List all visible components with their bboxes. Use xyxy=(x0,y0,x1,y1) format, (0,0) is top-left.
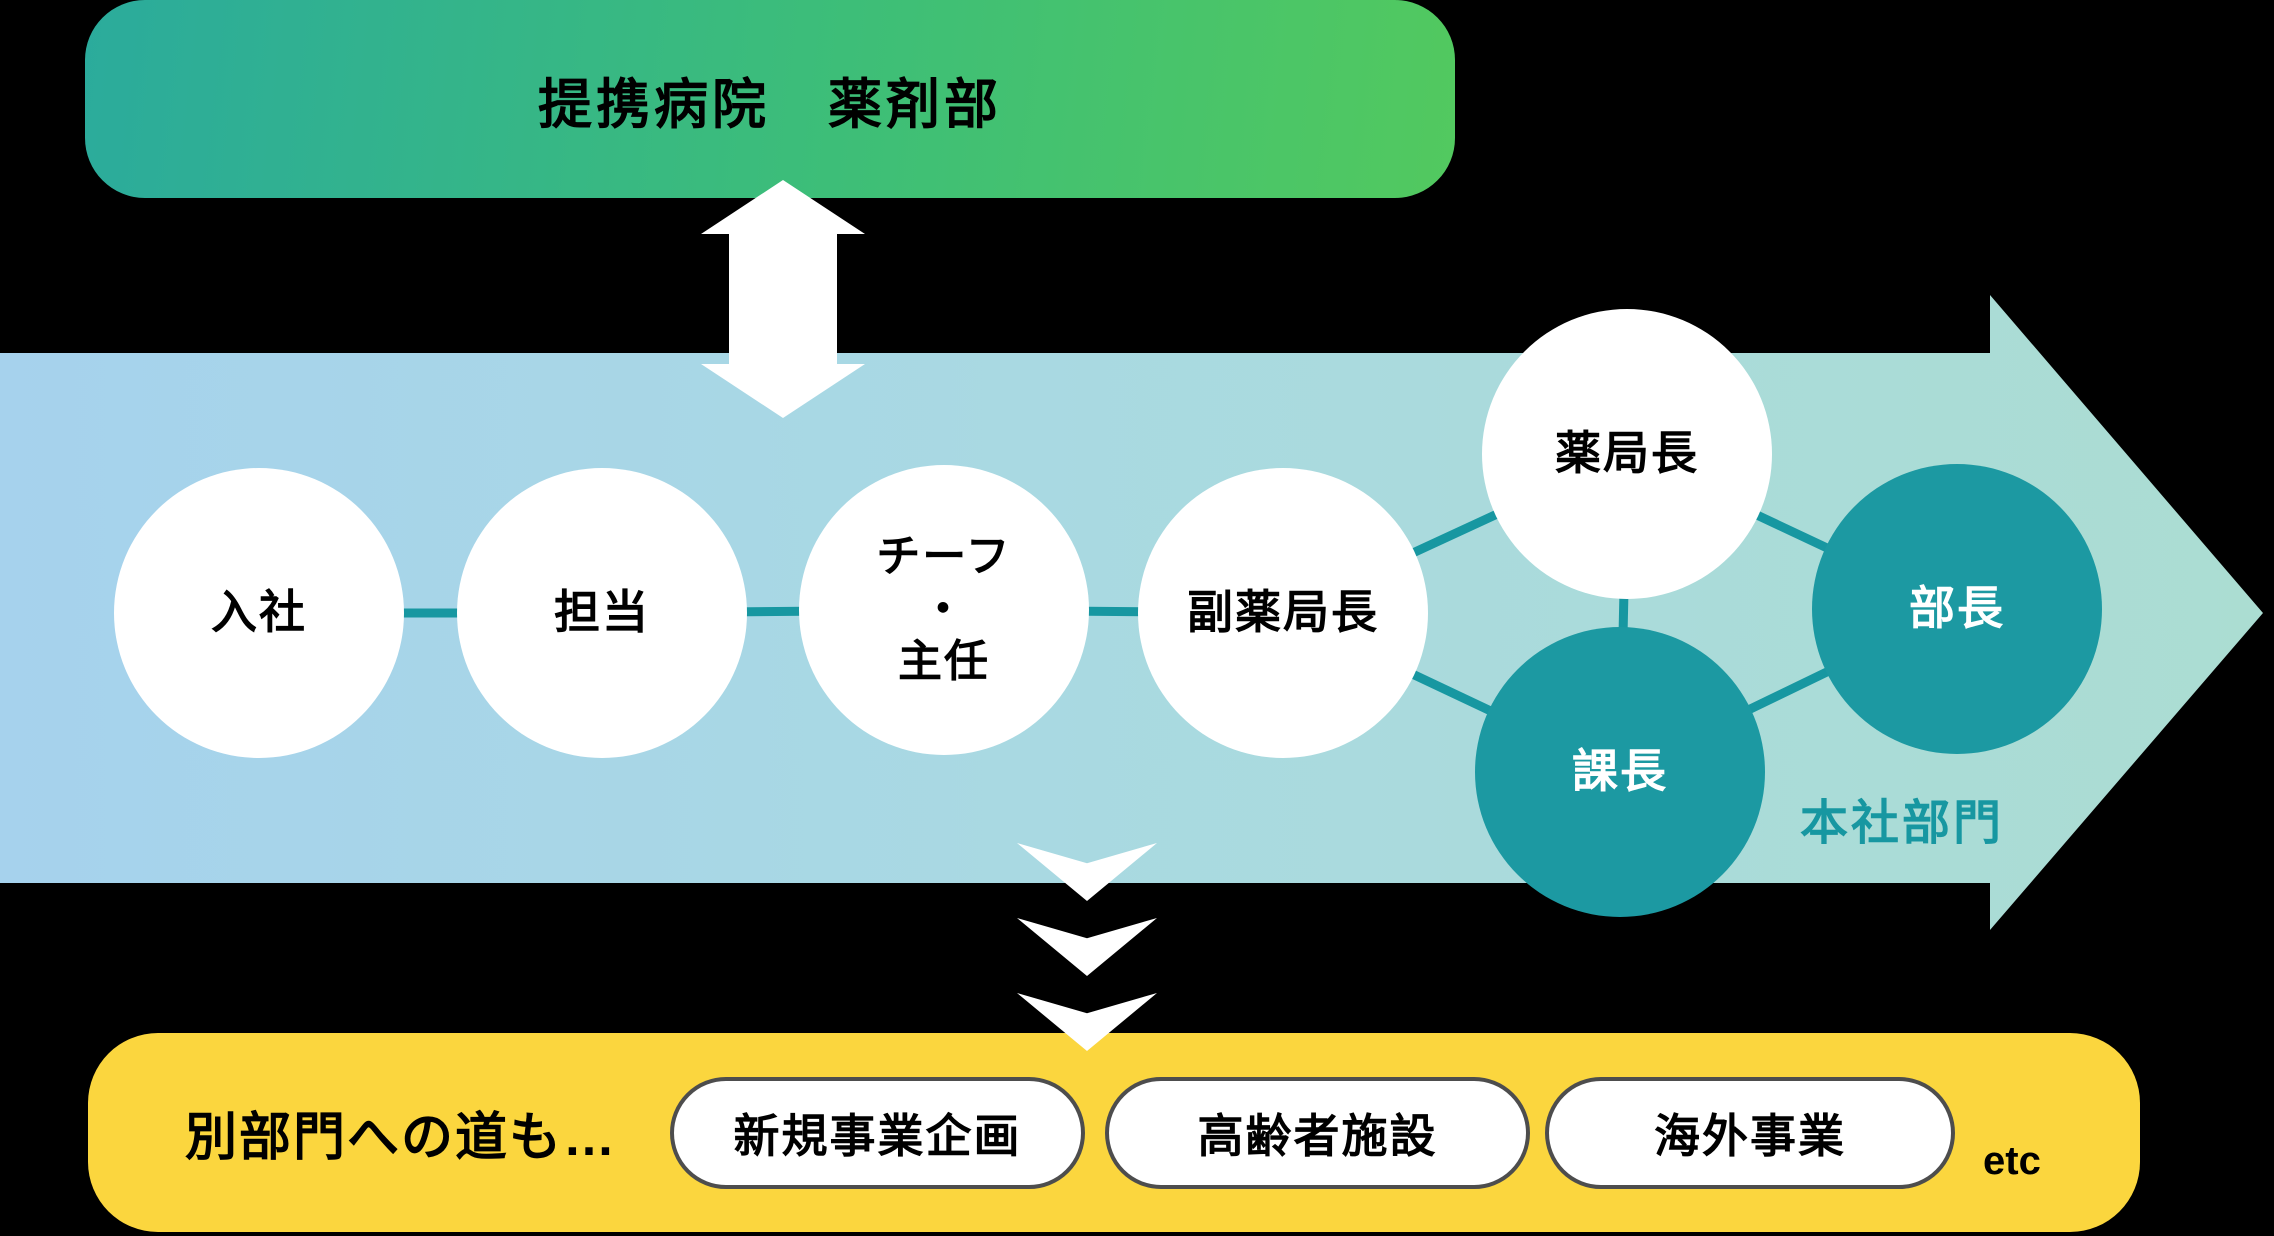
chevron-down-icon xyxy=(1017,918,1157,976)
node-label: 薬局長 xyxy=(1555,427,1699,480)
partner-hospital-label: 提携病院 薬剤部 xyxy=(538,74,1002,135)
node-bucho: 部長 xyxy=(1812,464,2102,754)
node-label-line: 主任 xyxy=(898,637,990,687)
node-label: 副薬局長 xyxy=(1187,586,1379,639)
node-nyusha: 入社 xyxy=(114,468,404,758)
node-label: 入社 xyxy=(211,586,307,639)
partner-hospital-box: 提携病院 薬剤部 xyxy=(85,0,1455,198)
node-fuku-yakukyokucho: 副薬局長 xyxy=(1138,468,1428,758)
pill-new-business: 新規事業企画 xyxy=(670,1077,1085,1189)
node-label: 課長 xyxy=(1572,745,1668,798)
etc-label: etc xyxy=(1983,1138,2041,1183)
pill-overseas-business: 海外事業 xyxy=(1545,1077,1955,1189)
head-office-caption: 本社部門 xyxy=(1800,797,2005,850)
pill-elderly-facility: 高齢者施設 xyxy=(1105,1077,1530,1189)
node-tanto: 担当 xyxy=(457,468,747,758)
node-chief-shunin: チーフ ・ 主任 xyxy=(799,465,1089,755)
other-departments-label: 別部門への道も… xyxy=(185,1109,618,1167)
node-label: 部長 xyxy=(1909,582,2005,635)
node-yakukyokucho: 薬局長 xyxy=(1482,309,1772,599)
node-kacho: 課長 xyxy=(1475,627,1765,917)
node-label-line: ・ xyxy=(921,584,967,634)
node-label-line: チーフ xyxy=(876,531,1012,581)
node-label: 担当 xyxy=(554,586,650,639)
other-departments-box: 別部門への道も… 新規事業企画 高齢者施設 海外事業 etc xyxy=(88,1033,2140,1232)
